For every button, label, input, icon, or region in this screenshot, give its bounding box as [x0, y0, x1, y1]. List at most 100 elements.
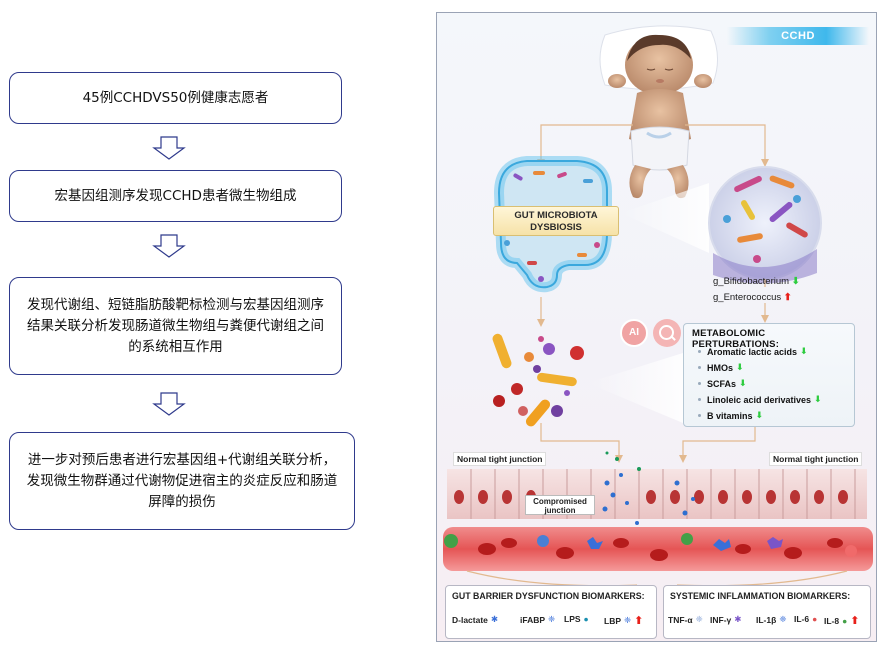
flow-step-4: 进一步对预后患者进行宏基因组+代谢组关联分析，发现微生物群通过代谢物促进宿主的炎… [9, 432, 355, 530]
lps-molecule-icon: ● [583, 614, 589, 624]
bullet-icon [698, 382, 701, 385]
compromised-junction-label: Compromised junction [525, 495, 595, 515]
metabolomic-title: METABOLOMIC PERTURBATIONS: [692, 328, 780, 350]
metabolite-label: B vitamins [707, 410, 753, 421]
inf-molecule-icon: ✱ [734, 614, 742, 624]
cchd-banner: CCHD [727, 27, 869, 45]
bacteria-item-bifidobacterium: g_Bifidobacterium ⬇ [713, 276, 800, 287]
bacteria-name: g_Bifidobacterium [713, 276, 790, 287]
dysbiosis-label: GUT MICROBIOTA DYSBIOSIS [493, 206, 619, 236]
flow-arrow-3-icon [152, 392, 186, 416]
inflammation-box: SYSTEMIC INFLAMMATION BIOMARKERS: TNF-α … [663, 585, 871, 639]
inflammation-item: TNF-α ❈ [668, 614, 703, 625]
immune-cell-icon [681, 533, 693, 545]
flow-step-3: 发现代谢组、短链脂肪酸靶标检测与宏基因组测序结果关联分析发现肠道微生物组与粪便代… [9, 277, 342, 375]
tight-junction-label-right: Normal tight junction [769, 452, 863, 466]
connector-arrowhead-icon [537, 319, 545, 327]
search-icon [653, 319, 681, 347]
inflammation-item: IL-8 ● ⬆ [824, 614, 859, 627]
metabolomic-box: METABOLOMIC PERTURBATIONS: Aromatic lact… [683, 323, 855, 427]
baby-illustration [599, 25, 718, 199]
bacteria-name: g_Enterococcus [713, 292, 782, 303]
ai-icon: AI [620, 319, 648, 347]
cytokine-icon [767, 537, 783, 549]
biomarker-label: LBP [604, 615, 621, 626]
gut-barrier-item: iFABP ❈ [520, 614, 555, 625]
immune-cell-icon [537, 535, 549, 547]
flow-arrow-2-icon [152, 234, 186, 258]
ifabp-molecule-icon: ❈ [548, 614, 556, 624]
up-arrow-icon: ⬆ [634, 615, 644, 627]
biomarker-label: D-lactate [452, 614, 488, 625]
down-arrow-icon: ⬇ [800, 346, 808, 356]
gut-barrier-box: GUT BARRIER DYSFUNCTION BIOMARKERS: D-la… [445, 585, 657, 639]
immune-cell-icon [845, 545, 857, 557]
flow-step-2-text: 宏基因组测序发现CCHD患者微生物组成 [54, 187, 297, 204]
metabolite-label: Linoleic acid derivatives [707, 394, 812, 405]
biomarker-label: IL-1β [756, 614, 777, 625]
inflammation-title: SYSTEMIC INFLAMMATION BIOMARKERS: [670, 591, 851, 601]
down-arrow-icon: ⬇ [755, 410, 764, 420]
connector-arrowhead-icon [761, 159, 769, 167]
metabolites-cluster [492, 333, 584, 427]
metabolite-item: HMOs ⬇ [698, 362, 744, 373]
metabolite-item: Aromatic lactic acids ⬇ [698, 346, 808, 357]
d-lactate-molecule-icon: ✱ [490, 614, 499, 624]
biomarker-label: LPS [564, 614, 581, 624]
biomarker-label: INF-γ [710, 614, 732, 625]
flow-step-1-text: 45例CCHDVS50例健康志愿者 [82, 89, 269, 106]
flow-step-4-text: 进一步对预后患者进行宏基因组+代谢组关联分析，发现微生物群通过代谢物促进宿主的炎… [26, 451, 338, 510]
immune-cell-icon [444, 534, 458, 548]
gut-barrier-item: D-lactate ✱ [452, 614, 498, 625]
gut-barrier-title: GUT BARRIER DYSFUNCTION BIOMARKERS: [452, 591, 645, 601]
biomarker-label: IL-6 [794, 614, 810, 624]
down-arrow-icon: ⬇ [791, 276, 800, 287]
gut-barrier-item: LBP ❈ ⬆ [604, 614, 643, 627]
tnf-molecule-icon: ❈ [695, 614, 703, 624]
biomarker-label: iFABP [520, 614, 546, 625]
metabolite-label: Aromatic lactic acids [707, 346, 798, 357]
il1b-molecule-icon: ❈ [779, 614, 787, 624]
blood-vessel [443, 527, 873, 571]
flow-step-3-text: 发现代谢组、短链脂肪酸靶标检测与宏基因组测序结果关联分析发现肠道微生物组与粪便代… [27, 296, 324, 355]
il6-molecule-icon: ● [812, 614, 818, 624]
up-arrow-icon: ⬆ [850, 615, 860, 627]
baby-connectors [540, 124, 766, 163]
illustration-art [443, 25, 873, 587]
epithelium-layer [447, 451, 867, 525]
down-arrow-icon: ⬇ [739, 378, 747, 388]
inflammation-item: IL-6 ● [794, 614, 817, 624]
metabolite-label: HMOs [707, 362, 734, 373]
dysbiosis-label-text: GUT MICROBIOTA DYSBIOSIS [514, 210, 598, 233]
gut-barrier-item: LPS ● [564, 614, 589, 624]
metabolite-item: B vitamins ⬇ [698, 410, 763, 421]
cytokine-icon [587, 537, 603, 549]
inflammation-item: IL-1β ❈ [756, 614, 786, 625]
metabolite-item: SCFAs ⬇ [698, 378, 747, 389]
right-connectors [540, 279, 766, 459]
flow-step-2: 宏基因组测序发现CCHD患者微生物组成 [9, 170, 342, 222]
microbiome-circle [708, 166, 822, 284]
inflammation-item: INF-γ ✱ [710, 614, 741, 625]
connector-arrowhead-icon [679, 455, 687, 463]
bullet-icon [698, 350, 701, 353]
bullet-icon [698, 398, 701, 401]
connector-arrowhead-icon [761, 315, 769, 323]
metabolite-item: Linoleic acid derivatives ⬇ [698, 394, 822, 405]
metabolite-cone [587, 353, 683, 423]
biomarker-connectors [466, 570, 848, 587]
down-arrow-icon: ⬇ [736, 362, 744, 372]
tight-junction-label-left: Normal tight junction [453, 452, 547, 466]
illustration-panel: CCHD GUT MICROBIOTA DYSBIOSIS g_Bifidoba… [436, 12, 877, 642]
flow-arrow-1-icon [152, 136, 186, 160]
biomarker-label: IL-8 [824, 615, 840, 626]
up-arrow-icon: ⬆ [783, 292, 792, 303]
highlight-cone [621, 183, 709, 253]
biomarker-label: TNF-α [668, 614, 693, 625]
lbp-molecule-icon: ❈ [624, 615, 632, 625]
down-arrow-icon: ⬇ [814, 394, 822, 404]
metabolite-label: SCFAs [707, 378, 737, 389]
bacteria-item-enterococcus: g_Enterococcus ⬆ [713, 292, 792, 303]
il8-molecule-icon: ● [842, 615, 848, 626]
flow-step-1: 45例CCHDVS50例健康志愿者 [9, 72, 342, 124]
